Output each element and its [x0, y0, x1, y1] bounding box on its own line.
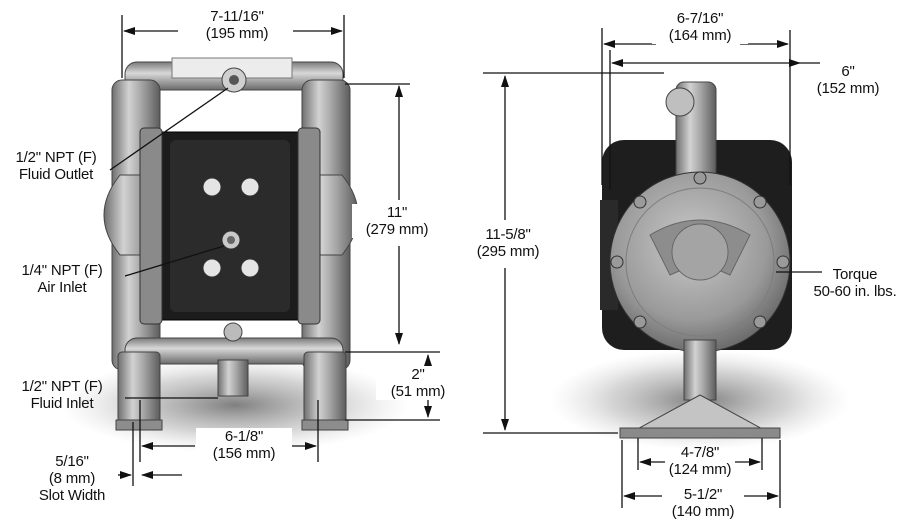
side-dimension-lines	[483, 28, 822, 508]
torque-callout: Torque 50-60 in. lbs.	[803, 266, 907, 300]
overall-height-label: 11-5/8" (295 mm)	[462, 226, 554, 260]
slot-width-imperial: 5/16"	[55, 453, 89, 470]
fluid-outlet-name: Fluid Outlet	[18, 166, 94, 183]
overall-width-metric: (195 mm)	[205, 25, 269, 42]
body-width-label: 6" (152 mm)	[800, 63, 896, 97]
air-inlet-callout: 1/4" NPT (F) Air Inlet	[0, 262, 124, 296]
body-width-metric: (152 mm)	[816, 80, 880, 97]
base-width-imperial: 5-1/2"	[683, 486, 723, 503]
side-mount-imperial: 4-7/8"	[680, 444, 720, 461]
slot-width-label: 5/16" (8 mm) Slot Width	[28, 453, 116, 504]
outlet-height-imperial: 11"	[386, 204, 408, 221]
air-inlet-spec: 1/4" NPT (F)	[21, 262, 103, 279]
base-height-metric: (51 mm)	[390, 383, 446, 400]
air-inlet-leader	[124, 245, 225, 277]
mount-spacing-label: 6-1/8" (156 mm)	[196, 428, 292, 462]
fluid-outlet-spec: 1/2" NPT (F)	[15, 149, 97, 166]
side-view-pump-image	[550, 81, 850, 450]
overall-width-imperial: 7-11/16"	[210, 8, 264, 25]
base-width-label: 5-1/2" (140 mm)	[662, 486, 744, 520]
air-inlet-name: Air Inlet	[37, 279, 87, 296]
base-height-imperial: 2"	[411, 366, 425, 383]
slot-width-caption: Slot Width	[38, 487, 106, 504]
outlet-height-metric: (279 mm)	[365, 221, 429, 238]
base-height-label: 2" (51 mm)	[376, 366, 460, 400]
top-width-label: 6-7/16" (164 mm)	[652, 10, 748, 44]
fluid-inlet-callout: 1/2" NPT (F) Fluid Inlet	[0, 378, 124, 412]
overall-height-imperial: 11-5/8"	[485, 226, 531, 243]
top-width-imperial: 6-7/16"	[676, 10, 724, 27]
body-width-imperial: 6"	[841, 63, 855, 80]
overall-height-metric: (295 mm)	[476, 243, 540, 260]
mount-spacing-imperial: 6-1/8"	[224, 428, 264, 445]
front-view-pump-image	[60, 57, 410, 453]
front-dimension-lines	[109, 15, 440, 486]
outlet-height-label: 11" (279 mm)	[352, 204, 442, 238]
side-mount-label: 4-7/8" (124 mm)	[660, 444, 740, 478]
fluid-inlet-spec: 1/2" NPT (F)	[21, 378, 103, 395]
fluid-inlet-name: Fluid Inlet	[30, 395, 94, 412]
top-width-metric: (164 mm)	[668, 27, 732, 44]
fluid-outlet-leader	[109, 87, 229, 171]
overall-width-label: 7-11/16" (195 mm)	[181, 8, 293, 42]
base-width-metric: (140 mm)	[671, 503, 735, 520]
side-mount-metric: (124 mm)	[668, 461, 732, 478]
mount-spacing-metric: (156 mm)	[212, 445, 276, 462]
torque-value: 50-60 in. lbs.	[813, 283, 897, 300]
slot-width-metric: (8 mm)	[48, 470, 96, 487]
fluid-outlet-callout: 1/2" NPT (F) Fluid Outlet	[0, 149, 112, 183]
torque-title: Torque	[832, 266, 878, 283]
